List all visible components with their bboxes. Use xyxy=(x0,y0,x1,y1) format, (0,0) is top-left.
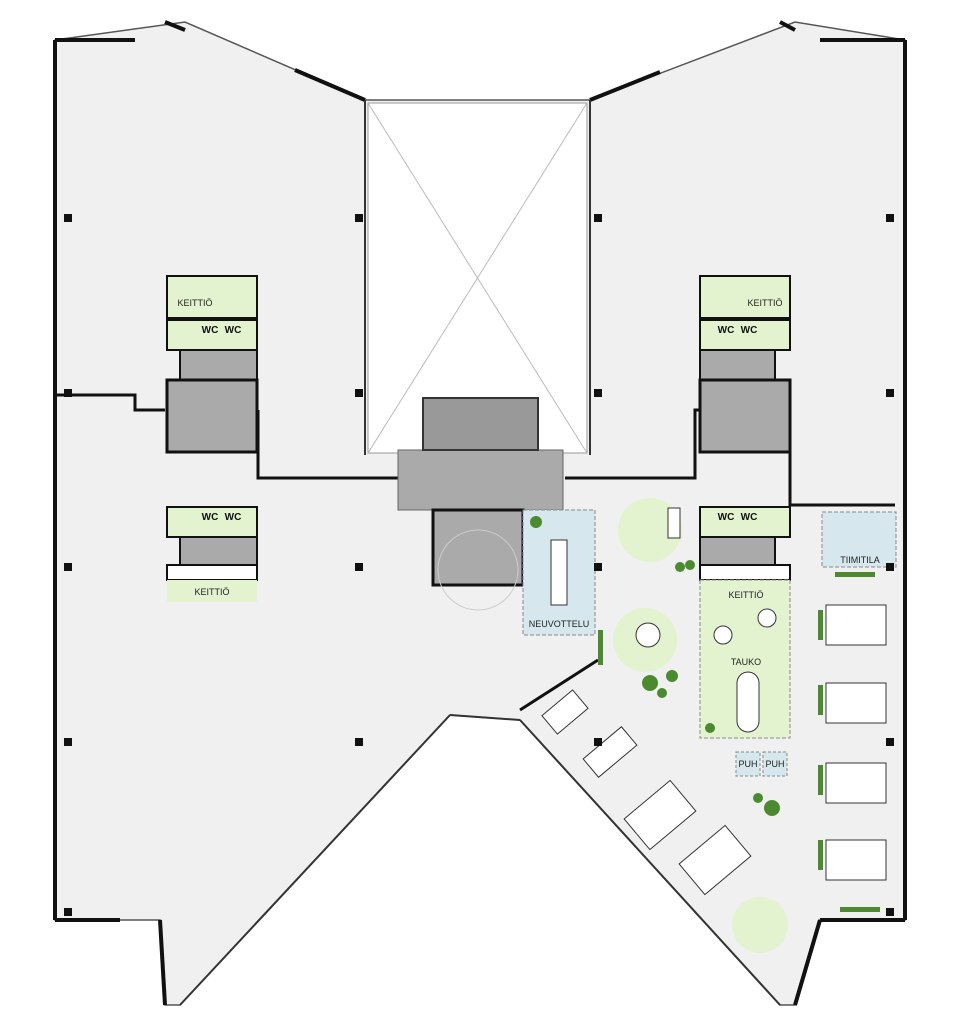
core-right-top: KEITTIÖ WC WC xyxy=(698,275,792,454)
central-core xyxy=(397,397,564,611)
desk-clusters xyxy=(541,604,887,896)
diagonal-facades xyxy=(179,100,781,1006)
room-label-keittio: KEITTIÖ xyxy=(194,587,229,597)
room-label-keittio: KEITTIÖ xyxy=(177,298,212,308)
meeting-room-neuvottelu: NEUVOTTELU xyxy=(522,509,596,636)
break-area-tauko: KEITTIÖ TAUKO xyxy=(699,579,791,739)
plants xyxy=(530,516,880,912)
core-left-bottom: WC WC KEITTIÖ xyxy=(166,506,258,602)
room-label-wc: WC xyxy=(202,512,219,523)
phone-booths: PUH PUH xyxy=(735,751,788,777)
room-label-keittio: KEITTIÖ xyxy=(728,590,763,600)
room-label-keittio: KEITTIÖ xyxy=(747,298,782,308)
room-label-wc: WC xyxy=(741,512,758,523)
room-label-wc: WC xyxy=(202,325,219,336)
team-room-tiimitila: TIIMITILA xyxy=(821,511,897,568)
room-label-puh: PUH xyxy=(738,759,757,769)
room-label-wc: WC xyxy=(718,512,735,523)
room-label-wc: WC xyxy=(225,512,242,523)
room-label-wc: WC xyxy=(225,325,242,336)
facade-walls xyxy=(53,20,907,1006)
core-left-top: KEITTIÖ WC WC xyxy=(165,275,259,454)
room-label-neuvottelu: NEUVOTTELU xyxy=(529,619,590,629)
room-label-wc: WC xyxy=(718,325,735,336)
room-label-puh: PUH xyxy=(765,759,784,769)
core-right-bottom: WC WC xyxy=(699,506,791,581)
lounge-zones xyxy=(613,498,788,953)
atrium-void xyxy=(367,102,588,454)
room-label-tiimitila: TIIMITILA xyxy=(840,555,880,565)
structural-columns xyxy=(64,214,894,916)
room-label-wc: WC xyxy=(741,325,758,336)
room-label-tauko: TAUKO xyxy=(731,657,761,667)
